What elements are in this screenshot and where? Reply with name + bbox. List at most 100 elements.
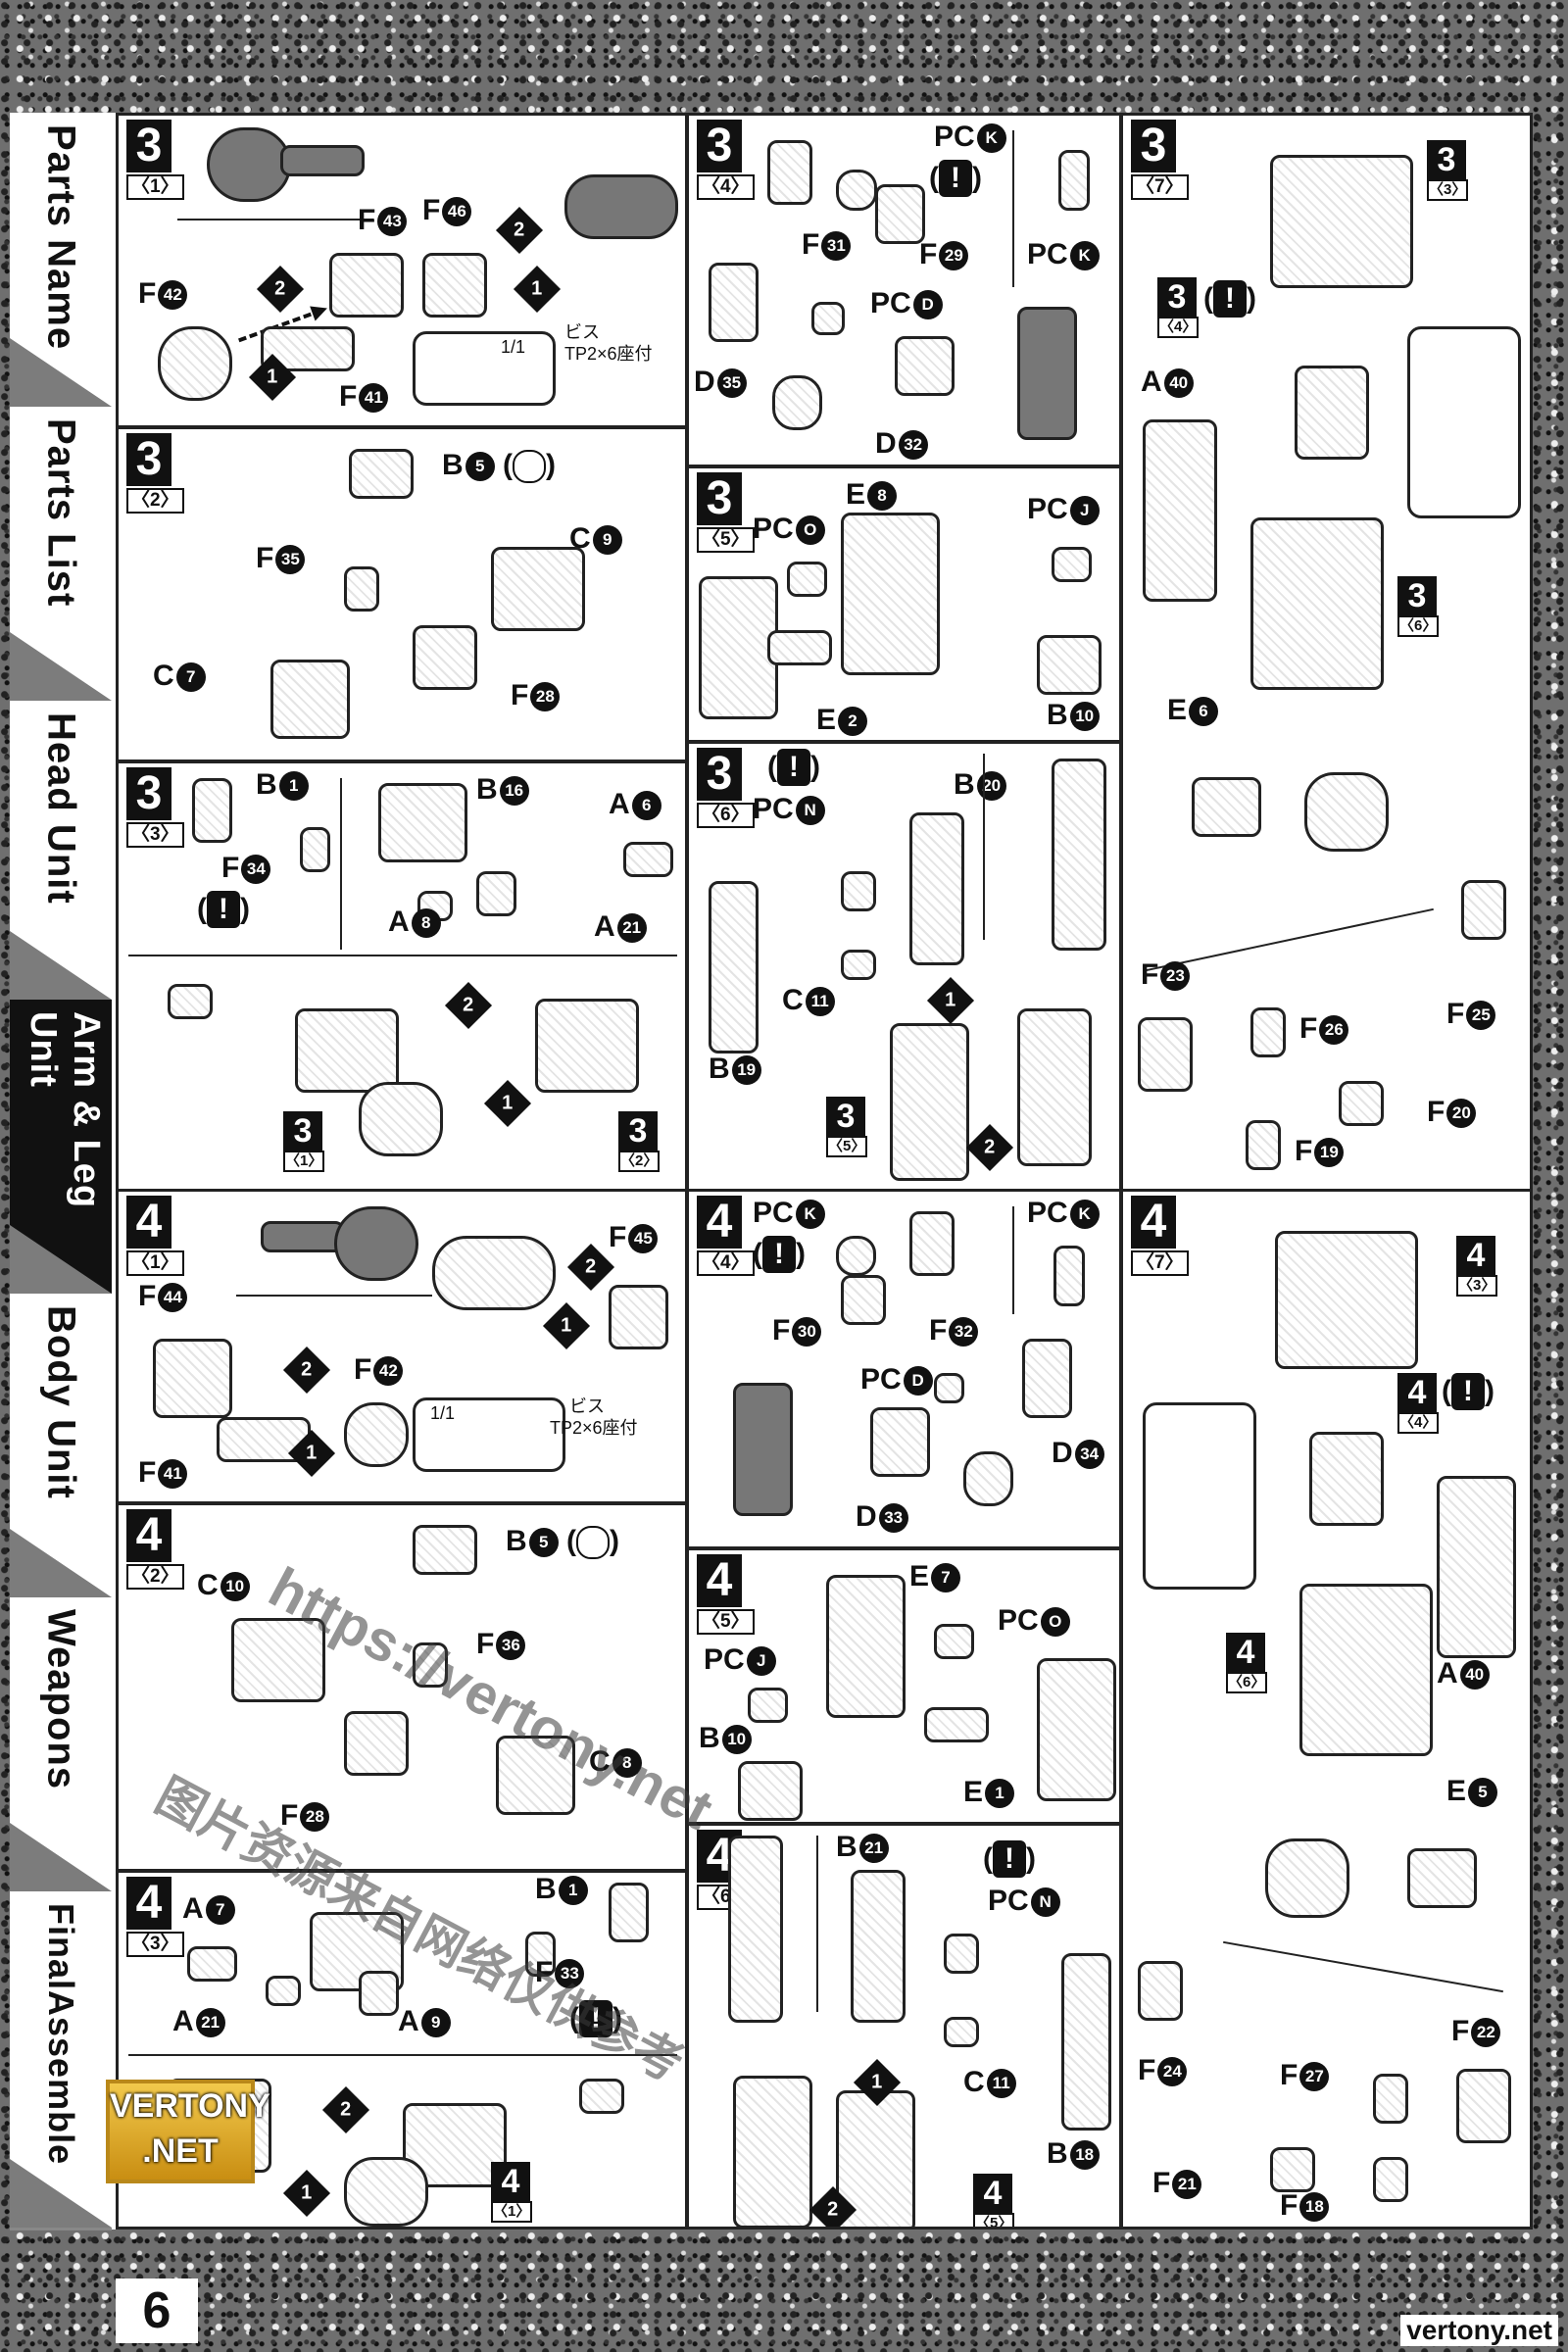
tab-arm-leg-unit[interactable]: Arm & Leg Unit [10,1000,112,1297]
screw-ratio: 1/1 [501,337,526,357]
step-number: 3 [697,748,742,801]
part-illustration [1138,1961,1183,2021]
part-illustration [841,950,876,980]
substep-label: 〈4〉 [697,1250,755,1276]
step-number: 4 [697,1196,742,1249]
sequence-marker: 2 [495,206,544,255]
part-illustration [709,263,759,342]
part-illustration [924,1707,989,1742]
part-illustration [1275,1231,1418,1369]
site-footer[interactable]: vertony.net [1400,2315,1558,2346]
sequence-marker: 1 [282,2169,331,2218]
part-illustration [280,145,365,176]
part-illustration [811,302,845,335]
part-illustration [334,1206,418,1281]
substep-label: 〈2〉 [126,488,184,514]
part-illustration [1054,1246,1085,1306]
part-illustration [623,842,673,877]
part-illustration [378,783,467,862]
part-illustration [1309,1432,1384,1526]
step-reference: 3〈6〉 [1397,576,1440,637]
divider [1223,1940,1503,1993]
divider [128,2054,677,2056]
part-illustration [963,1451,1013,1506]
tab-head-unit[interactable]: Head Unit [10,701,112,1003]
part-illustration [1143,419,1217,602]
part-illustration [851,1870,906,2023]
part-illustration [1022,1339,1072,1418]
sequence-marker: 2 [321,2085,370,2134]
screw-spec: TP2×6座付 [550,1418,638,1438]
logo-line1: VERTONY [110,2087,270,2125]
tab-parts-name[interactable]: Parts Name [10,113,112,410]
step-number: 4 [126,1196,172,1249]
caution-mark: (!) [929,160,982,197]
step-reference: 4〈5〉 [973,2174,1015,2227]
detail-callout [1407,326,1521,518]
step-number: 4 [126,1509,172,1562]
part-illustration [579,2079,624,2114]
part-illustration [1037,1658,1116,1801]
tab-weapons[interactable]: Weapons [10,1597,112,1894]
step-number: 3 [697,472,742,525]
tab-label: Parts Name [39,124,83,351]
part-illustration [413,1642,448,1688]
tab-label: Body Unit [39,1305,83,1499]
divider [816,1836,818,2012]
part-illustration [1250,517,1384,690]
part-illustration [733,1383,793,1516]
part-illustration [413,625,477,690]
divider [1012,1206,1014,1314]
part-illustration [295,1008,399,1093]
part-illustration [772,375,822,430]
sequence-marker: 1 [542,1301,591,1350]
tab-parts-list[interactable]: Parts List [10,407,112,704]
step-number: 4 [697,1554,742,1607]
part-illustration [231,1618,325,1702]
part-illustration [748,1688,788,1723]
part-illustration [187,1946,237,1982]
part-illustration [1437,1476,1516,1658]
sequence-marker: 1 [926,976,975,1025]
substep-label: 〈7〉 [1131,1250,1189,1276]
screw-label: ビス [569,1396,605,1416]
part-illustration [934,1373,964,1403]
part-illustration [432,1236,556,1310]
substep-label: 〈3〉 [126,822,184,848]
tab-final-assemble[interactable]: FinalAssemble [10,1891,112,2230]
substep-label: 〈7〉 [1131,174,1189,200]
tab-body-unit[interactable]: Body Unit [10,1294,112,1600]
sequence-marker: 2 [444,981,493,1030]
caution-mark: (!) [197,891,250,928]
step-reference: 4〈6〉 [1226,1633,1268,1693]
sequence-marker: 2 [282,1346,331,1395]
part-illustration [733,2076,812,2227]
part-illustration [1304,772,1389,852]
